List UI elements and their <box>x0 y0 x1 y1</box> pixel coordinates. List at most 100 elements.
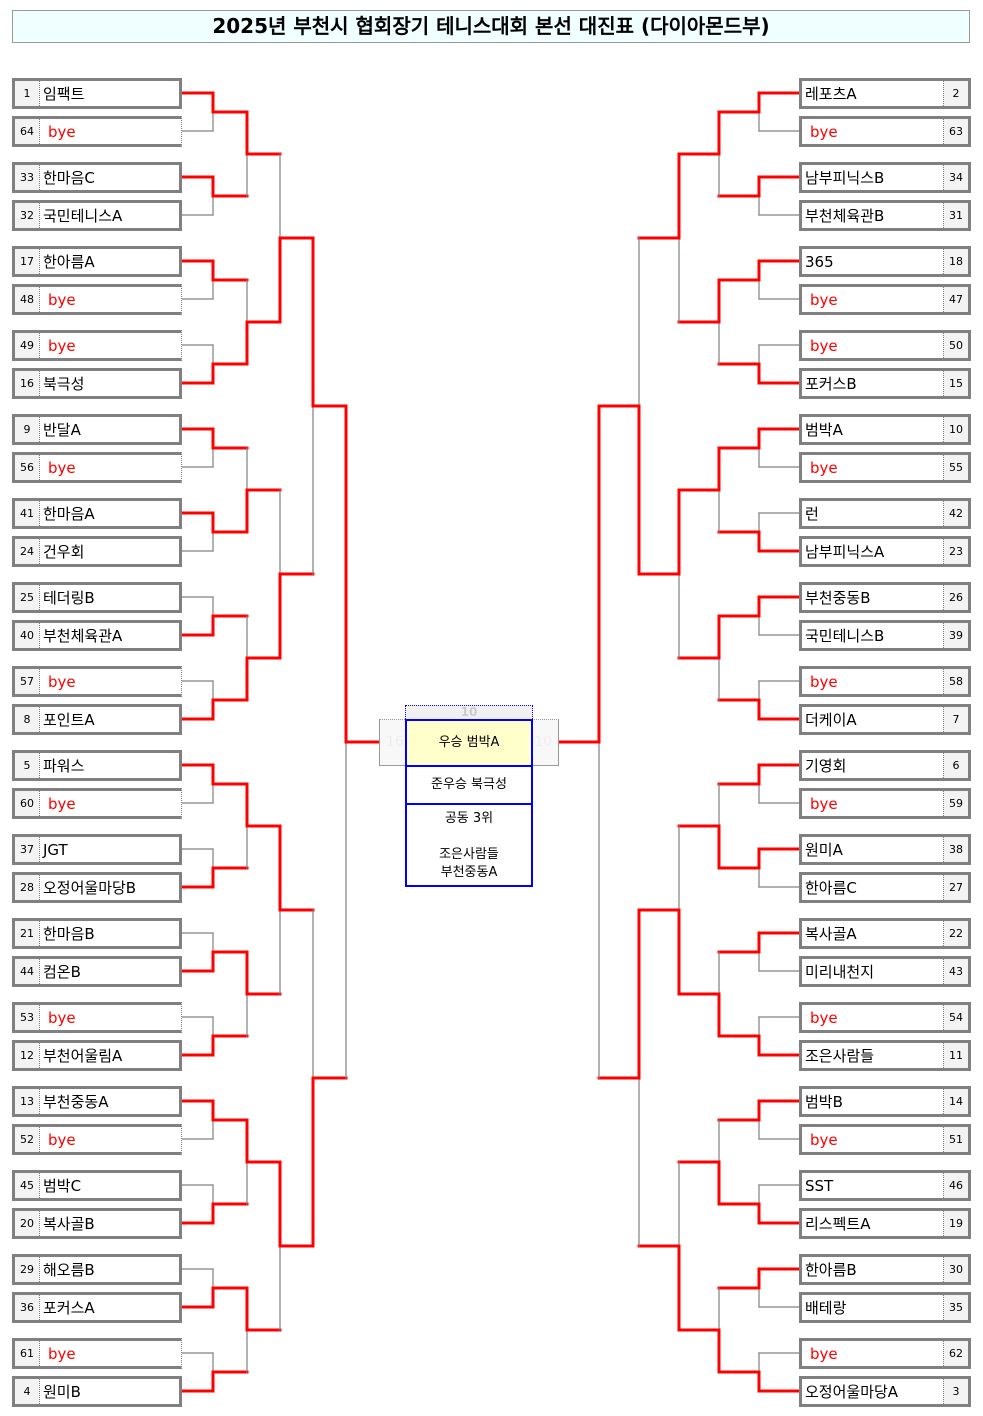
right-entry-slot: 50 bye <box>799 330 971 361</box>
seed-number: 26 <box>943 585 968 610</box>
seed-number: 3 <box>943 1379 968 1404</box>
team-name: 남부피닉스B <box>805 169 885 187</box>
seed-number: 61 <box>15 1341 40 1366</box>
seed-number: 15 <box>943 371 968 396</box>
team-name: 기영회 <box>805 757 847 775</box>
seed-number: 27 <box>943 875 968 900</box>
bye-label: bye <box>810 336 838 355</box>
seed-number: 42 <box>943 501 968 526</box>
right-entry-slot: 11 조은사람들 <box>799 1040 971 1071</box>
team-name: 한마음C <box>43 169 95 187</box>
seed-number: 57 <box>15 669 40 694</box>
seed-number: 53 <box>15 1005 40 1030</box>
team-name: JGT <box>43 840 68 859</box>
seed-number: 24 <box>15 539 40 564</box>
team-name: 한아름A <box>43 253 95 271</box>
team-name: 오정어울마당A <box>805 1383 899 1401</box>
team-name: 조은사람들 <box>805 1047 875 1065</box>
bye-label: bye <box>48 1344 76 1363</box>
team-name: 런 <box>805 505 819 523</box>
seed-number: 34 <box>943 165 968 190</box>
third-place-team-1: 조은사람들 <box>439 847 499 862</box>
team-name: 리스펙트A <box>805 1215 871 1233</box>
runner-up-label: 준우승 북극성 <box>407 767 531 805</box>
seed-number: 64 <box>15 119 40 144</box>
seed-number: 35 <box>943 1295 968 1320</box>
seed-number: 21 <box>15 921 40 946</box>
team-name: 포인트A <box>43 711 95 729</box>
left-finalist-seed: 16 <box>386 734 404 750</box>
seed-number: 52 <box>15 1127 40 1152</box>
team-name: 건우회 <box>43 543 85 561</box>
team-name: 범박B <box>805 1093 843 1111</box>
team-name: 해오름B <box>43 1261 95 1279</box>
seed-number: 29 <box>15 1257 40 1282</box>
team-name: 임팩트 <box>43 85 85 103</box>
seed-number: 50 <box>943 333 968 358</box>
team-name: 포커스B <box>805 375 857 393</box>
bye-label: bye <box>48 290 76 309</box>
team-name: 한마음B <box>43 925 95 943</box>
right-entry-slot: 34 남부피닉스B <box>799 162 971 193</box>
bye-label: bye <box>48 122 76 141</box>
seed-number: 23 <box>943 539 968 564</box>
team-name: 한마음A <box>43 505 95 523</box>
bye-label: bye <box>810 1008 838 1027</box>
seed-number: 60 <box>15 791 40 816</box>
seed-number: 22 <box>943 921 968 946</box>
seed-number: 12 <box>15 1043 40 1068</box>
seed-number: 11 <box>943 1043 968 1068</box>
team-name: 테더링B <box>43 589 95 607</box>
team-name: 컴온B <box>43 963 81 981</box>
seed-number: 8 <box>15 707 40 732</box>
seed-number: 58 <box>943 669 968 694</box>
seed-number: 2 <box>943 81 968 106</box>
seed-number: 49 <box>15 333 40 358</box>
team-name: 한아름C <box>805 879 857 897</box>
seed-number: 63 <box>943 119 968 144</box>
team-name: 복사골B <box>43 1215 95 1233</box>
seed-number: 28 <box>15 875 40 900</box>
left-entry-slot: 64 bye <box>12 116 182 147</box>
champion-label: 우승 범박A <box>407 721 531 767</box>
seed-number: 17 <box>15 249 40 274</box>
seed-number: 9 <box>15 417 40 442</box>
seed-number: 1 <box>15 81 40 106</box>
team-name: 부천어울림A <box>43 1047 123 1065</box>
third-place-label: 공동 3위 <box>444 811 494 826</box>
seed-number: 18 <box>943 249 968 274</box>
seed-number: 36 <box>15 1295 40 1320</box>
team-name: 부천체육관B <box>805 207 885 225</box>
seed-number: 16 <box>15 371 40 396</box>
right-entry-slot: 27 한아름C <box>799 872 971 903</box>
team-name: 남부피닉스A <box>805 543 885 561</box>
third-place-section: 공동 3위 조은사람들 부천중동A <box>407 805 531 882</box>
team-name: 배테랑 <box>805 1299 847 1317</box>
seed-number: 39 <box>943 623 968 648</box>
team-name: 국민테니스A <box>43 207 123 225</box>
bye-label: bye <box>810 290 838 309</box>
page-title: 2025년 부천시 협회장기 테니스대회 본선 대진표 (다이아몬드부) <box>12 10 970 43</box>
